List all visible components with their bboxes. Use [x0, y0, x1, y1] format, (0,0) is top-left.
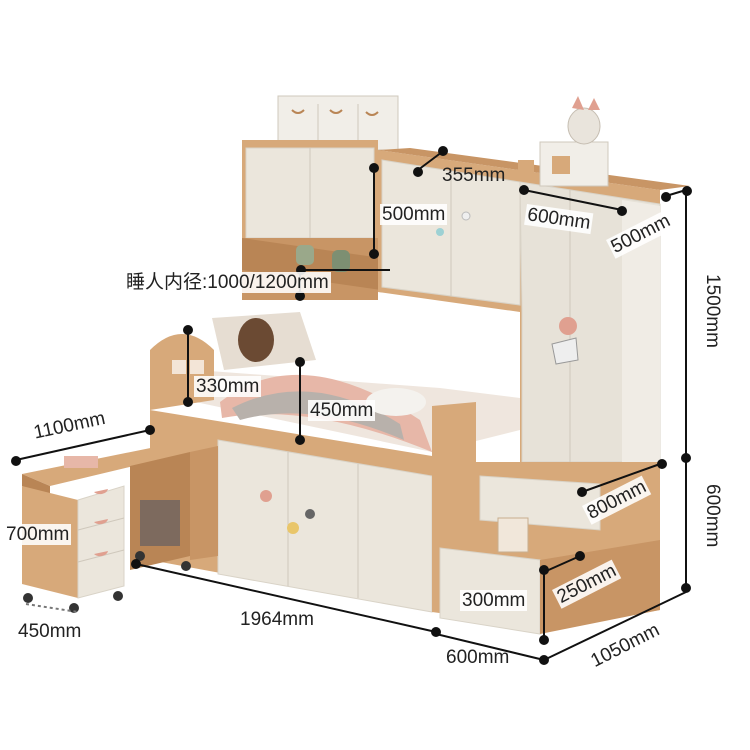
dim-top-cabinet-depth: 355mm: [442, 165, 506, 186]
dimension-dot-icon: [145, 425, 155, 435]
dim-lower-height: 600mm: [702, 484, 723, 548]
dim-drawer-width: 450mm: [18, 621, 82, 642]
dim-bed-height: 450mm: [308, 400, 376, 421]
dim-drawer-height: 700mm: [4, 524, 72, 545]
dim-rail-height: 330mm: [194, 376, 262, 397]
dimension-dot-icon: [183, 397, 193, 407]
dimension-dot-icon: [295, 435, 305, 445]
drawer-unit: [22, 485, 125, 613]
dim-overall-height: 1500mm: [702, 274, 723, 348]
dimension-dot-icon: [657, 459, 667, 469]
toy-box: [518, 96, 609, 187]
dimension-dot-icon: [438, 146, 448, 156]
dimension-dot-icon: [617, 206, 627, 216]
dimension-dot-icon: [681, 583, 691, 593]
dimension-dot-icon: [413, 167, 423, 177]
drawer-knob-icon: [305, 509, 315, 519]
dimension-dot-icon: [183, 325, 193, 335]
bed-frame: [150, 312, 520, 618]
dimension-dot-icon: [661, 192, 671, 202]
drawer-knob-icon: [436, 228, 444, 236]
dimension-dot-icon: [11, 456, 21, 466]
pull-out-desk: [22, 440, 218, 571]
dim-step-width: 300mm: [460, 590, 528, 611]
dimension-dot-icon: [577, 487, 587, 497]
dimension-dot-icon: [539, 635, 549, 645]
drawer-knob-icon: [559, 317, 577, 335]
dimension-dot-icon: [519, 185, 529, 195]
dimension-lines: [11, 146, 692, 665]
plush-toy-icon: [567, 96, 601, 145]
drawer-knob-icon: [287, 522, 299, 534]
dim-base-width: 600mm: [446, 647, 510, 668]
dimension-dot-icon: [131, 559, 141, 569]
dim-sleeping-inner-width: 睡人内径:1000/1200mm: [124, 272, 331, 293]
dim-upper-cabinet-height: 500mm: [380, 204, 448, 225]
dimension-dot-icon: [369, 249, 379, 259]
dimension-dot-icon: [369, 163, 379, 173]
dimension-dot-icon: [295, 357, 305, 367]
dimension-dot-icon: [295, 291, 305, 301]
dim-bed-length: 1964mm: [240, 609, 314, 630]
dimension-dot-icon: [575, 551, 585, 561]
drawer-knob-icon: [260, 490, 272, 502]
